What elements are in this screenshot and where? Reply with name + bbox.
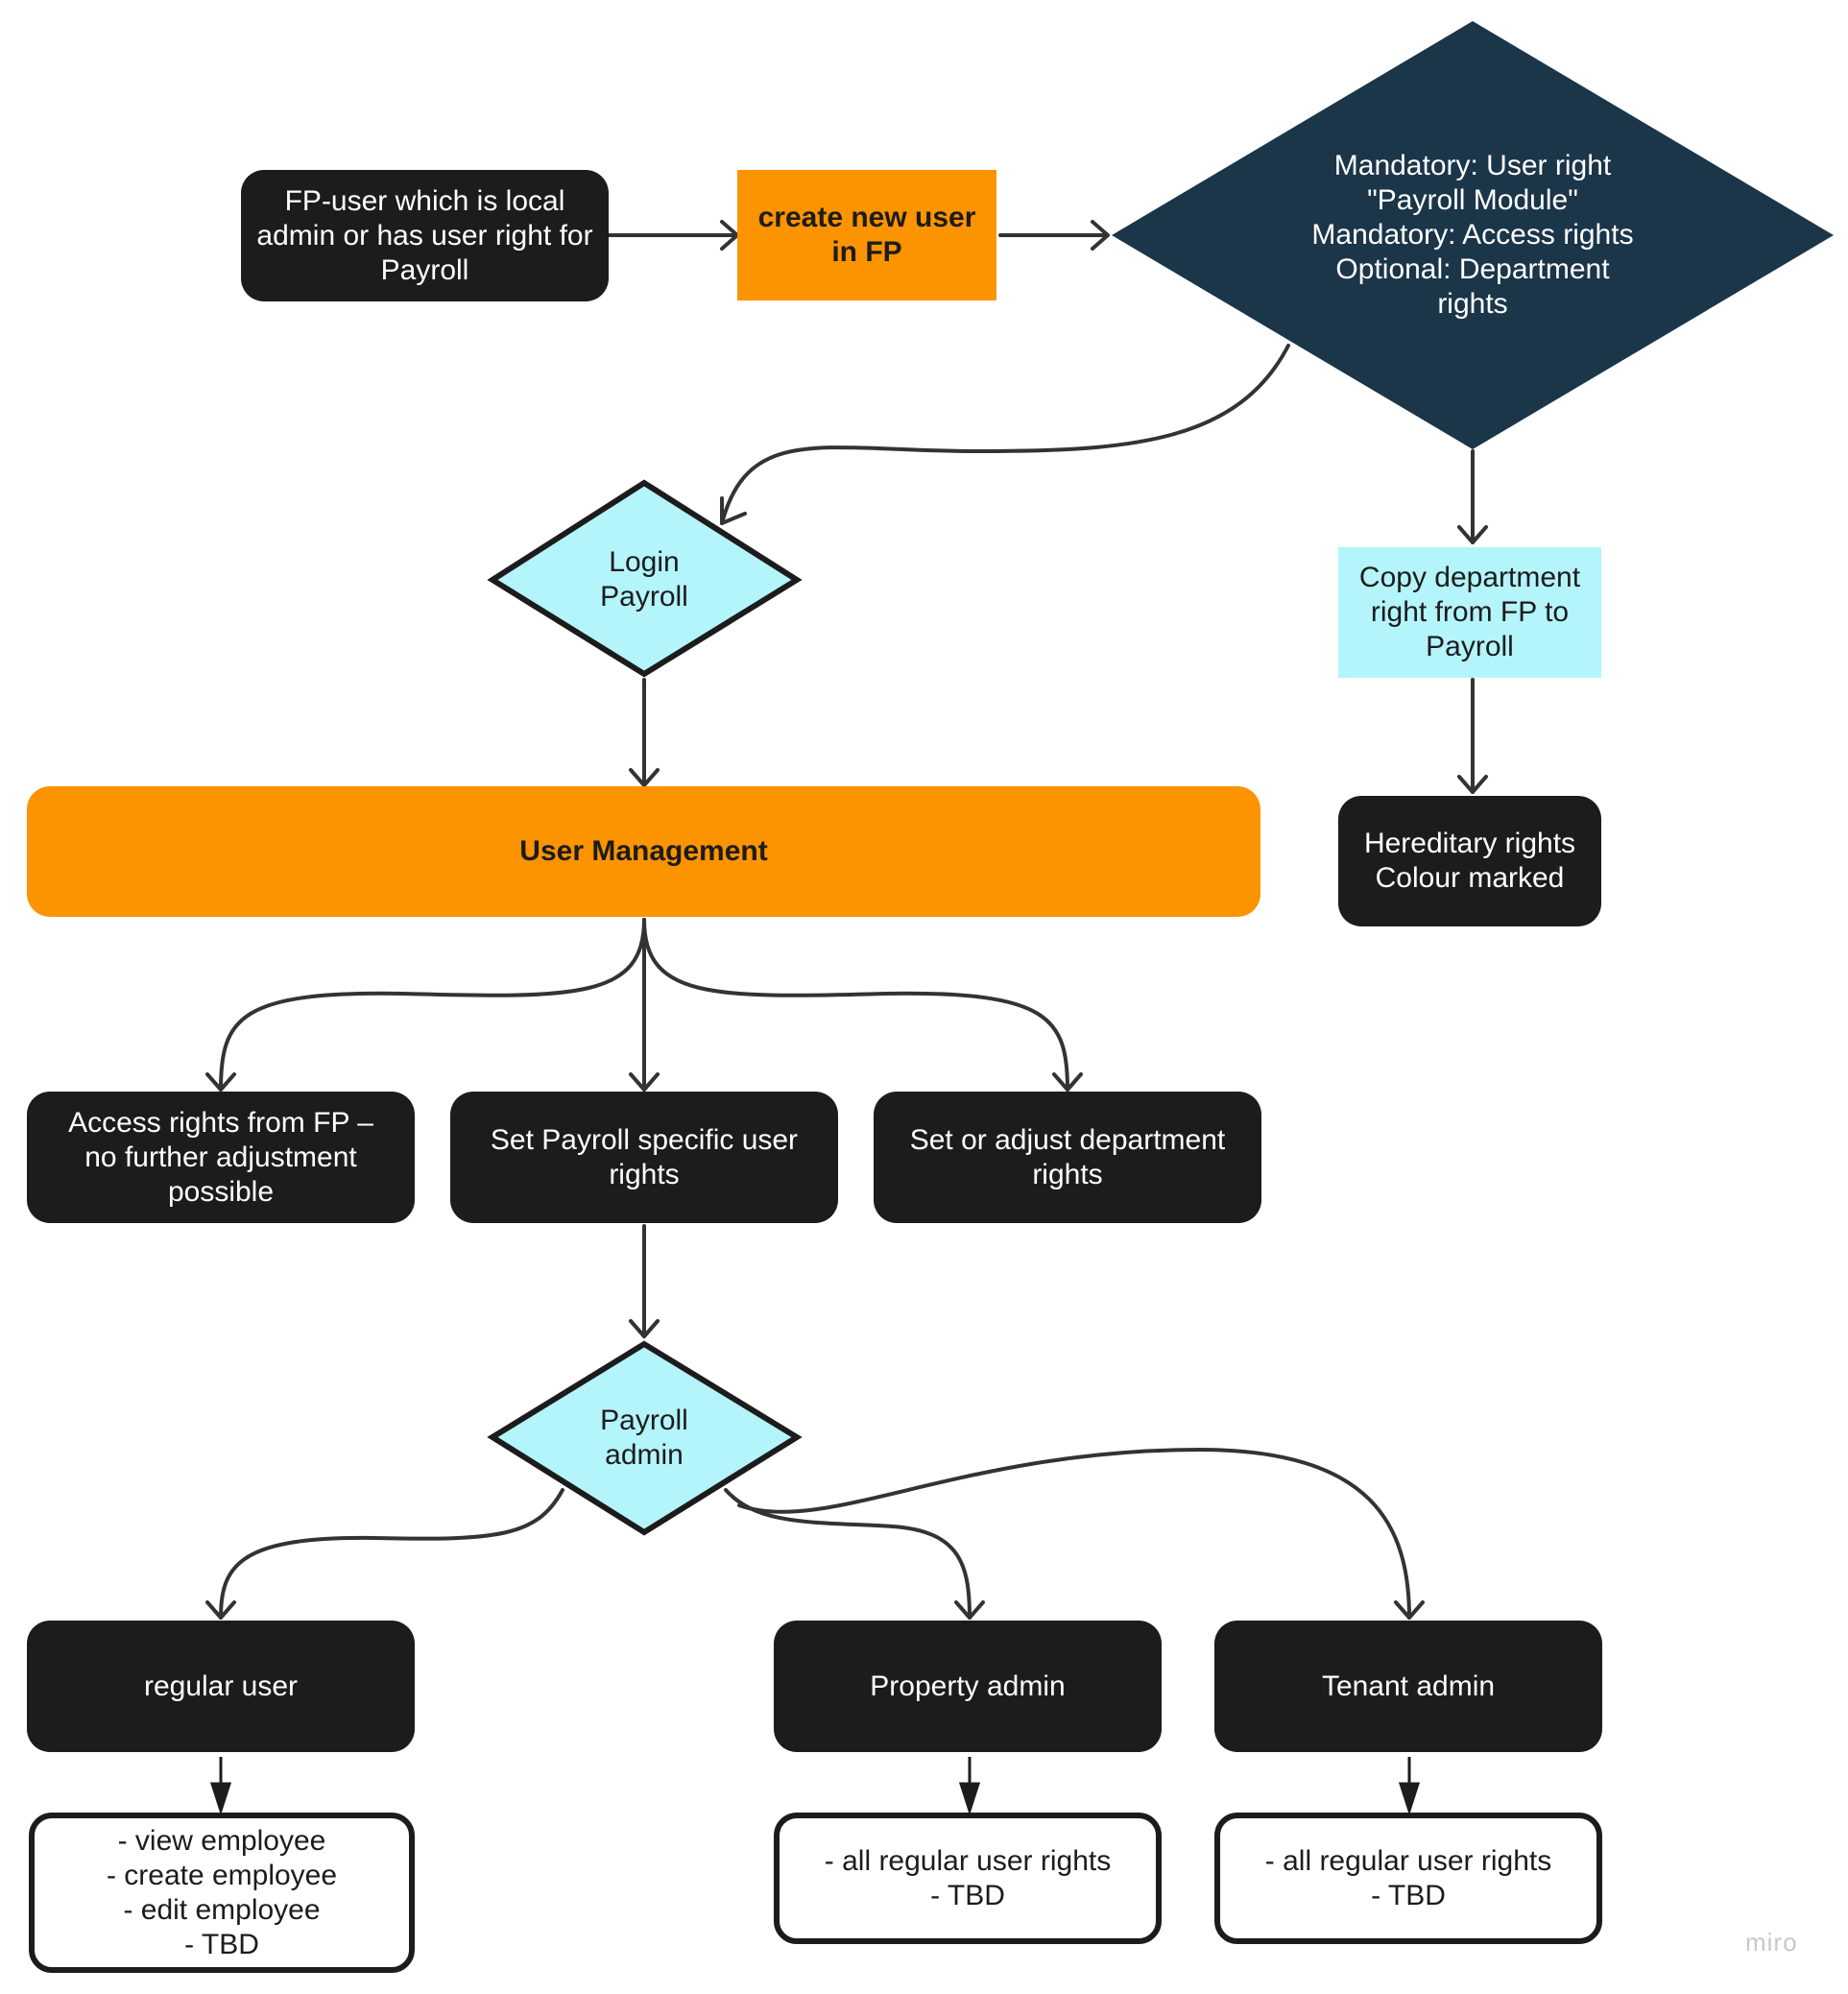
node-label-line: Payroll — [600, 581, 688, 613]
connector-admin-to-property-admin — [724, 1488, 972, 1620]
arrowhead-department-rights — [1052, 1072, 1083, 1092]
node-label-line: create new user — [757, 202, 976, 233]
node-label-line: possible — [167, 1175, 275, 1208]
login-decision-shape[interactable] — [487, 479, 803, 678]
miro-watermark: miro — [1745, 1928, 1798, 1957]
node-label-line: Hereditary rights — [1363, 828, 1576, 859]
node-label-line: Copy department — [1358, 562, 1581, 593]
node-label-line: Payroll — [600, 1405, 688, 1436]
node-label-line: Payroll — [380, 253, 469, 286]
node-label-line: - TBD — [930, 1879, 1005, 1911]
node-label-line: Mandatory: Access rights — [1311, 219, 1634, 251]
node-label-line: Login — [609, 546, 680, 578]
user-management-node[interactable]: User Management — [27, 786, 1260, 917]
arrowhead-payroll-admin — [629, 1319, 660, 1338]
arrowhead-login — [720, 496, 747, 525]
tenant-admin-rights-node[interactable]: - all regular user rights- TBD — [1214, 1813, 1602, 1944]
arrowhead-property-admin-rights — [958, 1782, 981, 1815]
arrowhead-mandatory — [1091, 220, 1110, 251]
node-label-line: - view employee — [117, 1824, 326, 1857]
node-label-line: regular user — [143, 1670, 299, 1702]
arrowhead-tenant-admin-rights — [1398, 1782, 1421, 1815]
node-label-line: - create employee — [106, 1859, 338, 1891]
node-label-line: Access rights from FP – — [68, 1106, 373, 1139]
node-label-line: - all regular user rights — [1264, 1844, 1552, 1877]
arrowhead-regular-user-rights — [209, 1782, 232, 1815]
tenant-admin-node[interactable]: Tenant admin — [1214, 1621, 1602, 1752]
arrowhead-access-rights — [205, 1072, 236, 1092]
mandatory-decision-shape[interactable] — [1112, 21, 1834, 449]
regular-user-node[interactable]: regular user — [27, 1621, 415, 1752]
arrowhead-payroll-rights — [629, 1072, 660, 1092]
node-label-line: Property admin — [870, 1670, 1066, 1702]
node-label-line: - TBD — [1371, 1879, 1446, 1911]
node-label-line: admin — [605, 1439, 684, 1471]
access-rights-node[interactable]: Access rights from FP –no further adjust… — [27, 1092, 415, 1223]
arrowhead-hereditary — [1457, 775, 1488, 794]
node-label-line: User Management — [519, 835, 768, 867]
node-label-line: Optional: Department — [1335, 253, 1610, 285]
arrowhead-regular-user — [205, 1600, 236, 1620]
node-label-line: Colour marked — [1375, 862, 1565, 894]
node-label-line: Mandatory: User right — [1333, 150, 1612, 181]
arrowhead-property-admin — [954, 1600, 985, 1620]
connector-um-to-access-rights — [219, 918, 646, 1092]
node-label-line: Set or adjust department — [909, 1123, 1226, 1156]
node-label-line: - edit employee — [123, 1893, 321, 1926]
node-label-line: - TBD — [184, 1928, 259, 1960]
node-label-line: Set Payroll specific user — [490, 1123, 799, 1156]
node-label-line: admin or has user right for — [256, 219, 593, 252]
regular-user-rights-node[interactable]: - view employee- create employee- edit e… — [29, 1813, 415, 1973]
node-label-line: FP-user which is local — [284, 184, 565, 217]
node-label-line: rights — [609, 1158, 680, 1190]
connector-admin-to-tenant-admin — [737, 1448, 1411, 1620]
connector-admin-to-regular-user — [219, 1488, 564, 1620]
node-label-line: Tenant admin — [1321, 1670, 1496, 1702]
node-label-line: Payroll — [1426, 631, 1514, 662]
property-admin-rights-node[interactable]: - all regular user rights- TBD — [774, 1813, 1162, 1944]
arrowhead-user-management — [629, 768, 660, 787]
node-label-line: rights — [1437, 288, 1508, 320]
payroll-admin-decision-shape[interactable] — [487, 1340, 803, 1536]
arrowhead-copy — [1457, 525, 1488, 544]
node-label-line: rights — [1032, 1158, 1103, 1190]
node-label-line: - all regular user rights — [824, 1844, 1112, 1877]
node-label-line: in FP — [831, 236, 902, 268]
node-label-line: no further adjustment — [84, 1141, 357, 1173]
node-label-line: right from FP to — [1370, 596, 1570, 628]
node-label-line: "Payroll Module" — [1367, 184, 1578, 216]
arrowhead-tenant-admin — [1394, 1600, 1425, 1620]
property-admin-node[interactable]: Property admin — [774, 1621, 1162, 1752]
connector-mandatory-to-login — [720, 344, 1290, 525]
connector-um-to-department-rights — [642, 918, 1069, 1092]
mandatory-decision[interactable]: Mandatory: User right"Payroll Module"Man… — [1248, 134, 1697, 336]
